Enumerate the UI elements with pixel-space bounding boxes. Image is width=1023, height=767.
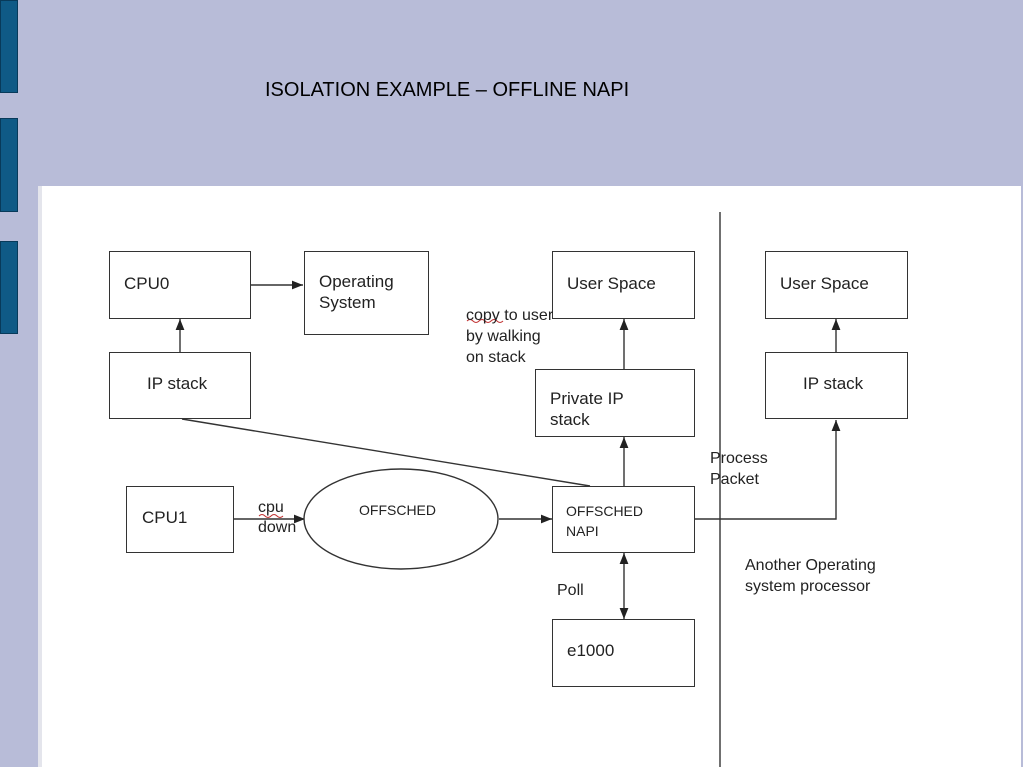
operating-system-label: Operating System: [319, 272, 394, 312]
private-ip-stack-box: Private IP stack: [535, 369, 695, 437]
copy-to-user-label: copy to user by walking on stack: [466, 307, 554, 366]
ip-stack-left-box: IP stack: [109, 352, 251, 419]
e1000-label: e1000: [567, 641, 615, 660]
ip-stack-right-box: IP stack: [765, 352, 908, 419]
user-space-right-box: User Space: [765, 251, 908, 319]
cpu1-box: CPU1: [126, 486, 234, 553]
side-tab-2: [0, 118, 18, 212]
operating-system-box: Operating System: [304, 251, 429, 335]
slide-title: ISOLATION EXAMPLE – OFFLINE NAPI: [265, 79, 630, 101]
ip-stack-right-label: IP stack: [803, 374, 864, 393]
offsched-napi-label: OFFSCHED NAPI: [566, 503, 643, 539]
user-space-right-label: User Space: [780, 274, 869, 293]
ip-stack-left-label: IP stack: [147, 374, 208, 393]
side-tab-1: [0, 0, 18, 93]
side-tab-3: [0, 241, 18, 334]
user-space-middle-label: User Space: [567, 274, 656, 293]
cpu0-label: CPU0: [124, 274, 170, 293]
line-ipstack-to-napi: [181, 418, 591, 487]
cpu1-label: CPU1: [142, 508, 188, 527]
another-os-label: Another Operating system processor: [745, 557, 876, 595]
user-space-middle-box: User Space: [552, 251, 695, 319]
cpu-down-label: cpu down: [258, 499, 297, 536]
private-ip-stack-label: Private IP stack: [550, 389, 624, 429]
arrow-napi-to-right-ipstack: [695, 420, 841, 520]
offsched-napi-box: OFFSCHED NAPI: [552, 486, 695, 553]
offsched-ellipse-label: OFFSCHED: [359, 502, 436, 518]
offsched-ellipse: [303, 468, 499, 570]
poll-label: Poll: [557, 582, 584, 599]
e1000-box: e1000: [552, 619, 695, 687]
cpu0-box: CPU0: [109, 251, 251, 319]
process-packet-label: Process Packet: [710, 450, 768, 488]
